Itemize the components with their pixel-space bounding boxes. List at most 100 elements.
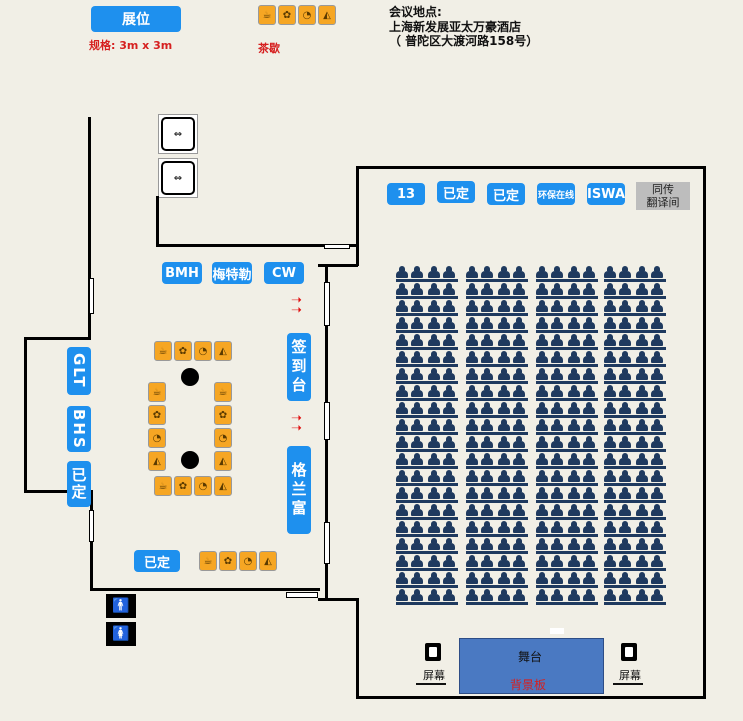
- seat: [568, 317, 580, 329]
- seat: [536, 317, 548, 329]
- signin-desk[interactable]: 签到台: [287, 333, 311, 401]
- seat: [443, 351, 455, 363]
- booth-reserved-1[interactable]: 已定: [437, 181, 475, 203]
- booth-iswa[interactable]: ISWA: [587, 183, 625, 205]
- desk: [604, 432, 666, 435]
- seat: [428, 385, 440, 397]
- desk: [466, 534, 528, 537]
- seat: [536, 572, 548, 584]
- seat: [466, 521, 478, 533]
- booth-reserved-3[interactable]: 已定: [67, 461, 91, 507]
- seat: [498, 266, 510, 278]
- cake-icon: ◭: [148, 451, 166, 471]
- seat: [428, 419, 440, 431]
- seat: [411, 470, 423, 482]
- seat: [619, 572, 631, 584]
- desk: [466, 330, 528, 333]
- legend-booth-spec: 规格: 3m x 3m: [89, 39, 173, 52]
- booth-13[interactable]: 13: [387, 183, 425, 205]
- desk: [536, 415, 598, 418]
- desk: [396, 568, 458, 571]
- seat: [651, 470, 663, 482]
- male-restroom-icon: 🚹: [106, 594, 136, 618]
- desk: [466, 449, 528, 452]
- seat: [443, 317, 455, 329]
- seat: [568, 504, 580, 516]
- seat: [651, 504, 663, 516]
- seat: [636, 317, 648, 329]
- seat: [443, 402, 455, 414]
- desk: [396, 449, 458, 452]
- seat: [396, 402, 408, 414]
- seat: [396, 555, 408, 567]
- seat: [513, 368, 525, 380]
- seat: [536, 487, 548, 499]
- desk: [604, 296, 666, 299]
- booth-cw[interactable]: CW: [264, 262, 304, 284]
- desk: [396, 517, 458, 520]
- seat: [636, 436, 648, 448]
- seat: [583, 453, 595, 465]
- seat: [568, 436, 580, 448]
- booth-glt[interactable]: GLT: [67, 347, 91, 395]
- desk: [536, 398, 598, 401]
- seat: [396, 385, 408, 397]
- seat: [466, 385, 478, 397]
- desk: [604, 534, 666, 537]
- desk: [466, 568, 528, 571]
- booth-env[interactable]: 环保在线: [537, 183, 575, 205]
- seat: [411, 300, 423, 312]
- desk: [536, 364, 598, 367]
- seat: [568, 538, 580, 550]
- seat: [551, 436, 563, 448]
- seat: [466, 589, 478, 601]
- booth-meiter[interactable]: 梅特勒: [212, 262, 252, 284]
- booth-reserved-2[interactable]: 已定: [487, 183, 525, 205]
- desk: [604, 449, 666, 452]
- fan-icon: ✿: [278, 5, 296, 25]
- desk: [604, 364, 666, 367]
- seat: [619, 317, 631, 329]
- seat: [636, 419, 648, 431]
- seat: [619, 453, 631, 465]
- seat: [428, 351, 440, 363]
- seat: [619, 402, 631, 414]
- booth-bhs[interactable]: BHS: [67, 406, 91, 452]
- desk: [604, 551, 666, 554]
- seat: [619, 521, 631, 533]
- seat: [498, 453, 510, 465]
- desk: [604, 517, 666, 520]
- booth-reserved-4[interactable]: 已定: [134, 550, 180, 572]
- booth-bmh[interactable]: BMH: [162, 262, 202, 284]
- seat: [498, 300, 510, 312]
- seat: [481, 589, 493, 601]
- seat: [636, 572, 648, 584]
- teacup-icon: ◔: [239, 551, 257, 571]
- fan-icon: ✿: [148, 405, 166, 425]
- seat: [536, 555, 548, 567]
- seat: [428, 317, 440, 329]
- seat: [396, 453, 408, 465]
- cake-icon: ◭: [259, 551, 277, 571]
- seat: [568, 572, 580, 584]
- seat: [481, 402, 493, 414]
- seat: [636, 538, 648, 550]
- desk: [536, 483, 598, 486]
- seat: [551, 385, 563, 397]
- seat: [651, 351, 663, 363]
- seat: [568, 453, 580, 465]
- seat: [583, 538, 595, 550]
- seat: [513, 555, 525, 567]
- seat: [428, 555, 440, 567]
- seat: [551, 555, 563, 567]
- stage-label: 舞台: [518, 650, 543, 664]
- desk: [396, 279, 458, 282]
- seat: [396, 419, 408, 431]
- seat: [428, 589, 440, 601]
- seat: [604, 283, 616, 295]
- seat: [481, 555, 493, 567]
- booth-grundfos[interactable]: 格兰富: [287, 446, 311, 534]
- desk: [536, 500, 598, 503]
- seat: [411, 283, 423, 295]
- legend-tea-label: 茶歇: [258, 42, 280, 55]
